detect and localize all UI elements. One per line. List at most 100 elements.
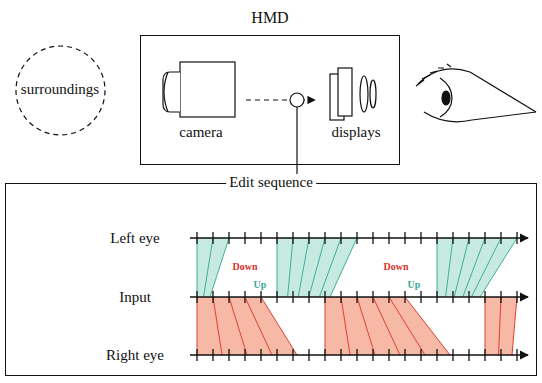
frame-mapping xyxy=(330,238,357,297)
edit-sequence-box: Edit sequence xyxy=(5,183,537,376)
frame-tick xyxy=(484,232,485,244)
frame-mapping xyxy=(319,238,341,297)
frame-tick xyxy=(212,349,213,361)
frame-tick xyxy=(436,349,437,361)
time-axis xyxy=(190,237,528,238)
frame-mapping xyxy=(197,297,198,355)
row-label: Right eye xyxy=(106,347,164,364)
frame-mapping xyxy=(245,297,272,355)
frame-tick xyxy=(452,232,453,244)
frame-mapping xyxy=(373,297,400,355)
frame-mapping xyxy=(298,238,309,297)
frame-tick xyxy=(196,349,197,361)
frame-mapping xyxy=(437,238,438,297)
frame-tick xyxy=(276,349,277,361)
frame-mapping xyxy=(463,238,485,297)
frame-mapping xyxy=(229,297,247,355)
frame-tick xyxy=(228,349,229,361)
frame-mapping xyxy=(512,297,517,355)
node-label: surroundings xyxy=(21,81,99,98)
edit-op-label: Down xyxy=(383,261,408,272)
node-label: displays xyxy=(331,124,380,141)
frame-tick xyxy=(196,291,197,303)
frame-tick xyxy=(420,349,421,361)
frame-tick xyxy=(516,291,517,303)
mapping-band xyxy=(197,238,229,297)
frame-tick xyxy=(276,291,277,303)
frame-tick xyxy=(420,291,421,303)
frame-mapping xyxy=(357,297,375,355)
frame-mapping xyxy=(480,238,517,297)
frame-tick xyxy=(324,291,325,303)
node-label: Edit sequence xyxy=(226,174,316,191)
frame-tick xyxy=(212,232,213,244)
tap-line xyxy=(296,107,297,183)
mapping-band xyxy=(197,297,297,355)
mapping-band xyxy=(485,297,517,355)
node-label: HMD xyxy=(251,9,288,27)
frame-tick xyxy=(260,291,261,303)
frame-tick xyxy=(516,232,517,244)
frame-tick xyxy=(308,232,309,244)
time-axis xyxy=(190,296,528,297)
frame-mapping xyxy=(471,238,501,297)
frame-tick xyxy=(228,291,229,303)
frame-tick xyxy=(484,291,485,303)
frame-tick xyxy=(372,291,373,303)
eye-drawing xyxy=(416,64,536,122)
edit-op-label: Down xyxy=(232,261,257,272)
frame-mapping xyxy=(210,238,229,297)
frame-tick xyxy=(404,291,405,303)
frame-mapping xyxy=(213,297,222,355)
edit-op-label: Up xyxy=(254,279,267,290)
frame-mapping xyxy=(454,238,469,297)
frame-tick xyxy=(276,232,277,244)
display-panels xyxy=(330,68,376,120)
frame-tick xyxy=(244,291,245,303)
frame-tick xyxy=(452,291,453,303)
frame-mapping xyxy=(261,297,297,355)
row-label: Input xyxy=(119,289,151,306)
frame-mapping xyxy=(325,297,326,355)
frame-tick xyxy=(372,232,373,244)
frame-tick xyxy=(340,349,341,361)
frame-tick xyxy=(260,232,261,244)
frame-tick xyxy=(452,349,453,361)
hmd-box: HMDcameradisplays xyxy=(140,35,400,165)
frame-tick xyxy=(340,291,341,303)
signal-arrow xyxy=(246,99,315,100)
frame-mapping xyxy=(499,297,502,355)
frame-tick xyxy=(388,349,389,361)
frame-tick xyxy=(500,349,501,361)
mapping-band xyxy=(277,238,357,297)
frame-tick xyxy=(292,232,293,244)
frame-tick xyxy=(468,349,469,361)
frame-tick xyxy=(436,291,437,303)
frame-tick xyxy=(372,349,373,361)
mapping-band xyxy=(437,238,517,297)
frame-tick xyxy=(308,291,309,303)
tap-point xyxy=(290,93,304,107)
frame-tick xyxy=(260,349,261,361)
frame-tick xyxy=(292,291,293,303)
edit-op-label: Up xyxy=(408,279,421,290)
frame-tick xyxy=(420,232,421,244)
frame-tick xyxy=(212,291,213,303)
frame-tick xyxy=(340,232,341,244)
frame-mapping xyxy=(197,238,198,297)
frame-tick xyxy=(404,349,405,361)
frame-mapping xyxy=(288,238,293,297)
frame-tick xyxy=(500,232,501,244)
frame-tick xyxy=(244,349,245,361)
frame-tick xyxy=(388,232,389,244)
frame-tick xyxy=(308,349,309,361)
frame-mapping xyxy=(204,238,214,297)
frame-tick xyxy=(356,232,357,244)
frame-tick xyxy=(436,232,437,244)
frame-tick xyxy=(356,291,357,303)
frame-tick xyxy=(292,349,293,361)
frame-tick xyxy=(468,291,469,303)
frame-tick xyxy=(324,349,325,361)
frame-tick xyxy=(516,349,517,361)
